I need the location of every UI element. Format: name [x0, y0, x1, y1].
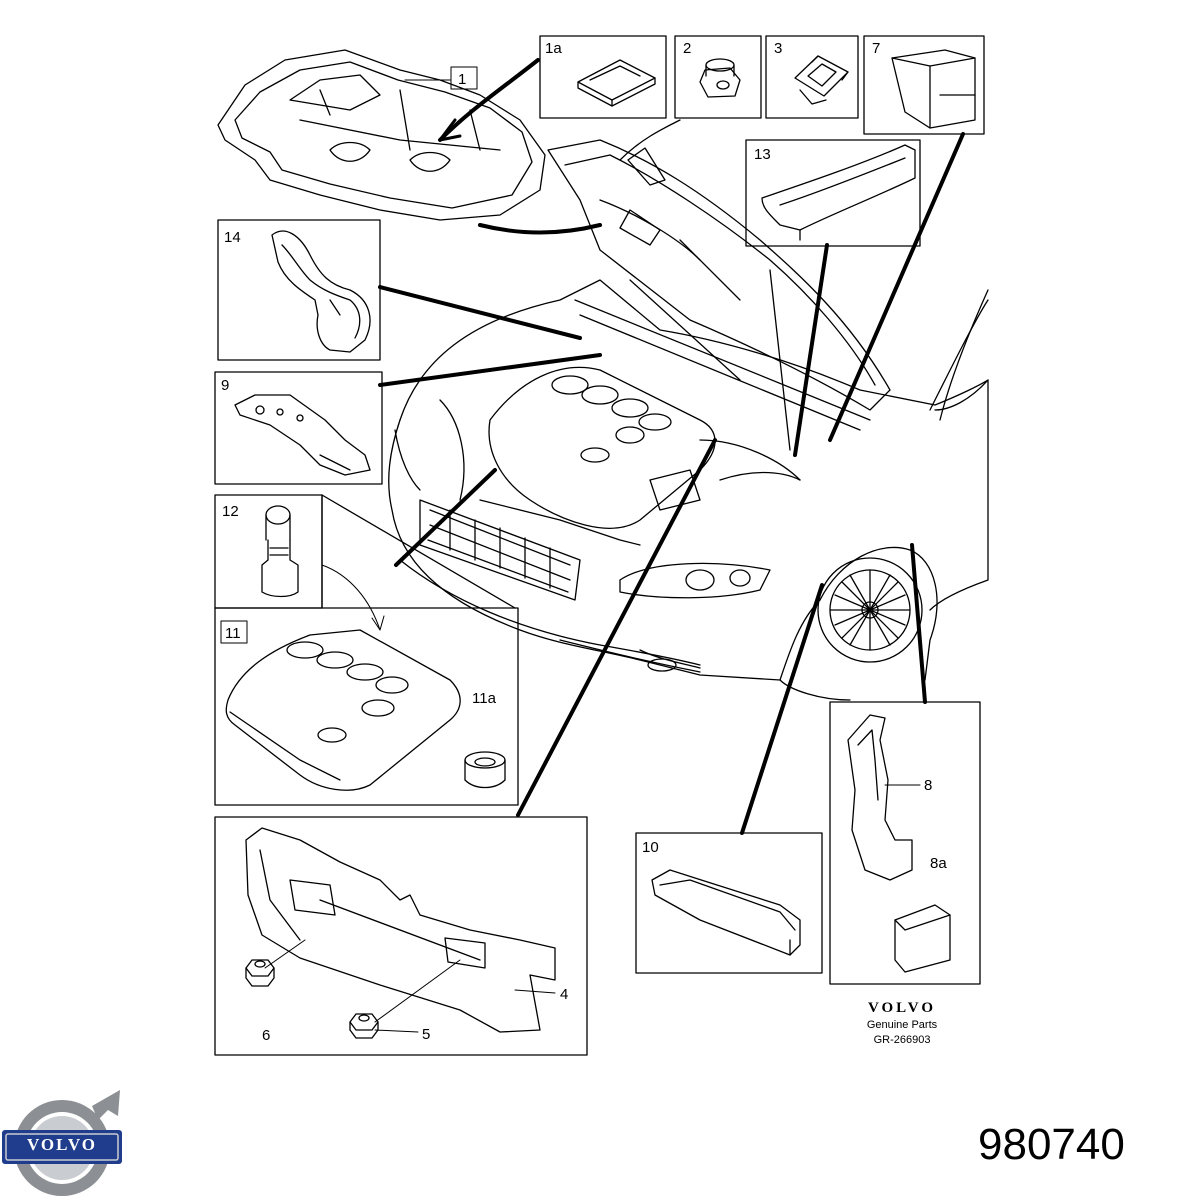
callout-13: 13: [754, 146, 771, 163]
part-11a-grommet: [464, 751, 506, 789]
callout-1a: 1a: [545, 40, 562, 57]
detail-frames: [214, 35, 985, 1056]
callout-9: 9: [221, 377, 229, 394]
callout-leaders: [264, 79, 921, 1033]
part-13-seal: [761, 144, 916, 241]
callout-12: 12: [222, 503, 239, 520]
car-illustration: [388, 119, 989, 701]
frame-11: [214, 494, 519, 806]
callout-8a: 8a: [930, 855, 947, 872]
callout-10: 10: [642, 839, 659, 856]
frame-7: [863, 35, 985, 135]
frame-2: [674, 35, 762, 119]
part-9-plate: [234, 394, 371, 476]
leader-lines: [378, 58, 965, 835]
part-10-cover: [651, 869, 801, 956]
volvo-logo-wordmark: VOLVO: [26, 1135, 98, 1154]
frame-3: [765, 35, 859, 119]
callout-5: 5: [422, 1026, 430, 1043]
part-5-nut: [349, 1013, 379, 1039]
part-6-nut: [245, 959, 275, 987]
callout-labels: 1 1a 2 3 7 13 14 9 12 11 11a 4 5 6 10 8 …: [220, 40, 947, 1044]
callout-7: 7: [872, 40, 880, 57]
callout-11a: 11a: [472, 690, 497, 707]
callout-11: 11: [225, 625, 241, 642]
part-14-bracket: [271, 230, 371, 353]
callout-3: 3: [774, 40, 782, 57]
callout-14: 14: [224, 229, 241, 246]
frame-10: [635, 832, 823, 974]
part-1-hood-insulation: [217, 49, 546, 221]
frame-9: [214, 371, 383, 485]
frame-13: [745, 139, 921, 247]
part-4-heat-shield: [245, 827, 556, 1033]
frame-14: [217, 219, 381, 361]
callout-4: 4: [560, 986, 568, 1003]
footer-reference: GR-266903: [873, 1034, 931, 1046]
volvo-logo-icon: [2, 1090, 122, 1196]
footer-brand: VOLVO: [867, 1000, 937, 1016]
callout-2: 2: [683, 40, 691, 57]
part-number: 980740: [978, 1120, 1125, 1169]
callout-1: 1: [458, 71, 466, 88]
footer-genuine-parts: Genuine Parts: [866, 1019, 938, 1031]
part-3-clip: [794, 55, 849, 105]
part-2-nut: [699, 58, 741, 98]
callout-8: 8: [924, 777, 932, 794]
part-1a-clip: [577, 59, 656, 107]
frame-4-6: [214, 816, 588, 1056]
frame-8: [829, 701, 981, 985]
part-7-pad: [891, 49, 976, 129]
frame-1a: [539, 35, 667, 119]
part-12-bolt: [261, 505, 299, 598]
part-11-engine-cover: [225, 629, 461, 791]
callout-6: 6: [262, 1027, 270, 1044]
part-8-panel: [847, 714, 913, 881]
part-8a-pad: [894, 904, 951, 973]
